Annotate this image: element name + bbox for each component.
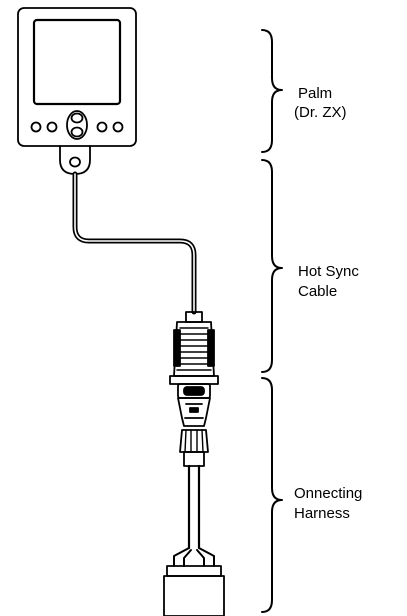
label-harness-line1: Onnecting bbox=[294, 485, 363, 502]
palm-button-left-outer bbox=[30, 121, 42, 133]
adapter-body bbox=[177, 397, 211, 427]
harness-terminal-block bbox=[163, 565, 225, 616]
palm-center-button-bottom bbox=[70, 126, 84, 138]
palm-device bbox=[17, 7, 137, 147]
connector-flange bbox=[169, 375, 219, 385]
harness-split-wires bbox=[173, 547, 215, 567]
palm-connector bbox=[59, 145, 91, 175]
harness-neck bbox=[183, 451, 205, 467]
grip-nut bbox=[179, 429, 209, 453]
label-cable-line2: Cable bbox=[298, 283, 338, 300]
d-sub-pins bbox=[183, 386, 205, 396]
palm-body bbox=[17, 7, 137, 147]
label-cable-line1: Hot Sync bbox=[298, 263, 359, 280]
brace-palm bbox=[261, 29, 283, 153]
thumb-screw-left bbox=[173, 329, 181, 367]
palm-center-button bbox=[66, 110, 88, 140]
hotsync-cable-wire bbox=[72, 171, 197, 315]
palm-connector-tab bbox=[59, 145, 91, 175]
palm-connector-hole bbox=[69, 156, 81, 168]
hood-ribs bbox=[176, 327, 212, 371]
palm-center-button-top bbox=[70, 112, 84, 124]
harness-plug bbox=[177, 397, 211, 467]
thumb-screw-right bbox=[207, 329, 215, 367]
label-palm-line2: (Dr. ZX) bbox=[294, 104, 347, 121]
brace-harness bbox=[261, 377, 283, 613]
label-harness-line2: Harness bbox=[294, 505, 350, 522]
brace-hotsync-cable bbox=[261, 159, 283, 373]
palm-button-right-inner bbox=[96, 121, 108, 133]
palm-button-left-inner bbox=[46, 121, 58, 133]
label-palm-line1: Palm bbox=[298, 85, 333, 102]
palm-screen bbox=[32, 18, 122, 106]
db9-connector bbox=[169, 311, 219, 399]
palm-button-right-outer bbox=[112, 121, 124, 133]
